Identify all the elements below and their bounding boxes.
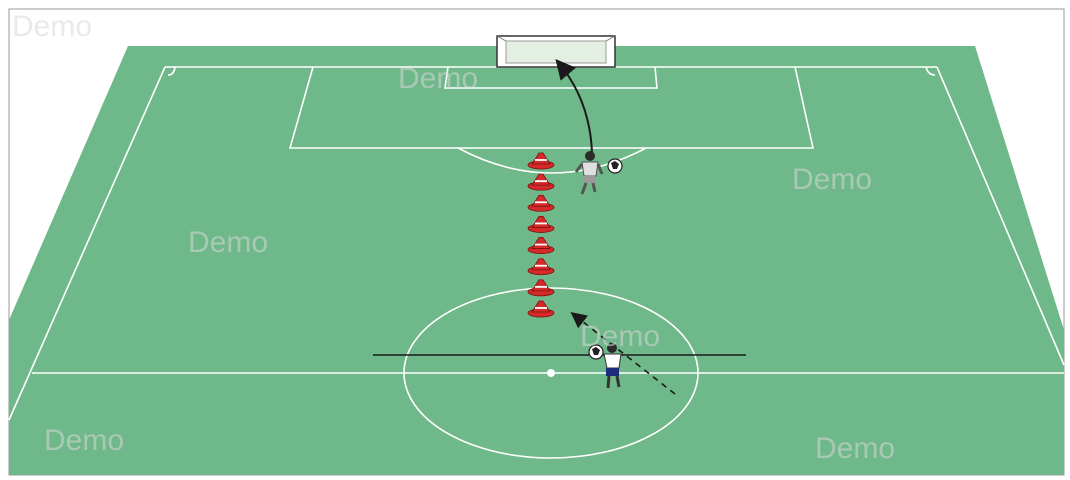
pitch-surface [9, 46, 1064, 475]
ball-dribbler [589, 345, 603, 359]
centre-spot [547, 369, 555, 377]
ball-shooter [608, 159, 622, 173]
goal [497, 36, 615, 67]
